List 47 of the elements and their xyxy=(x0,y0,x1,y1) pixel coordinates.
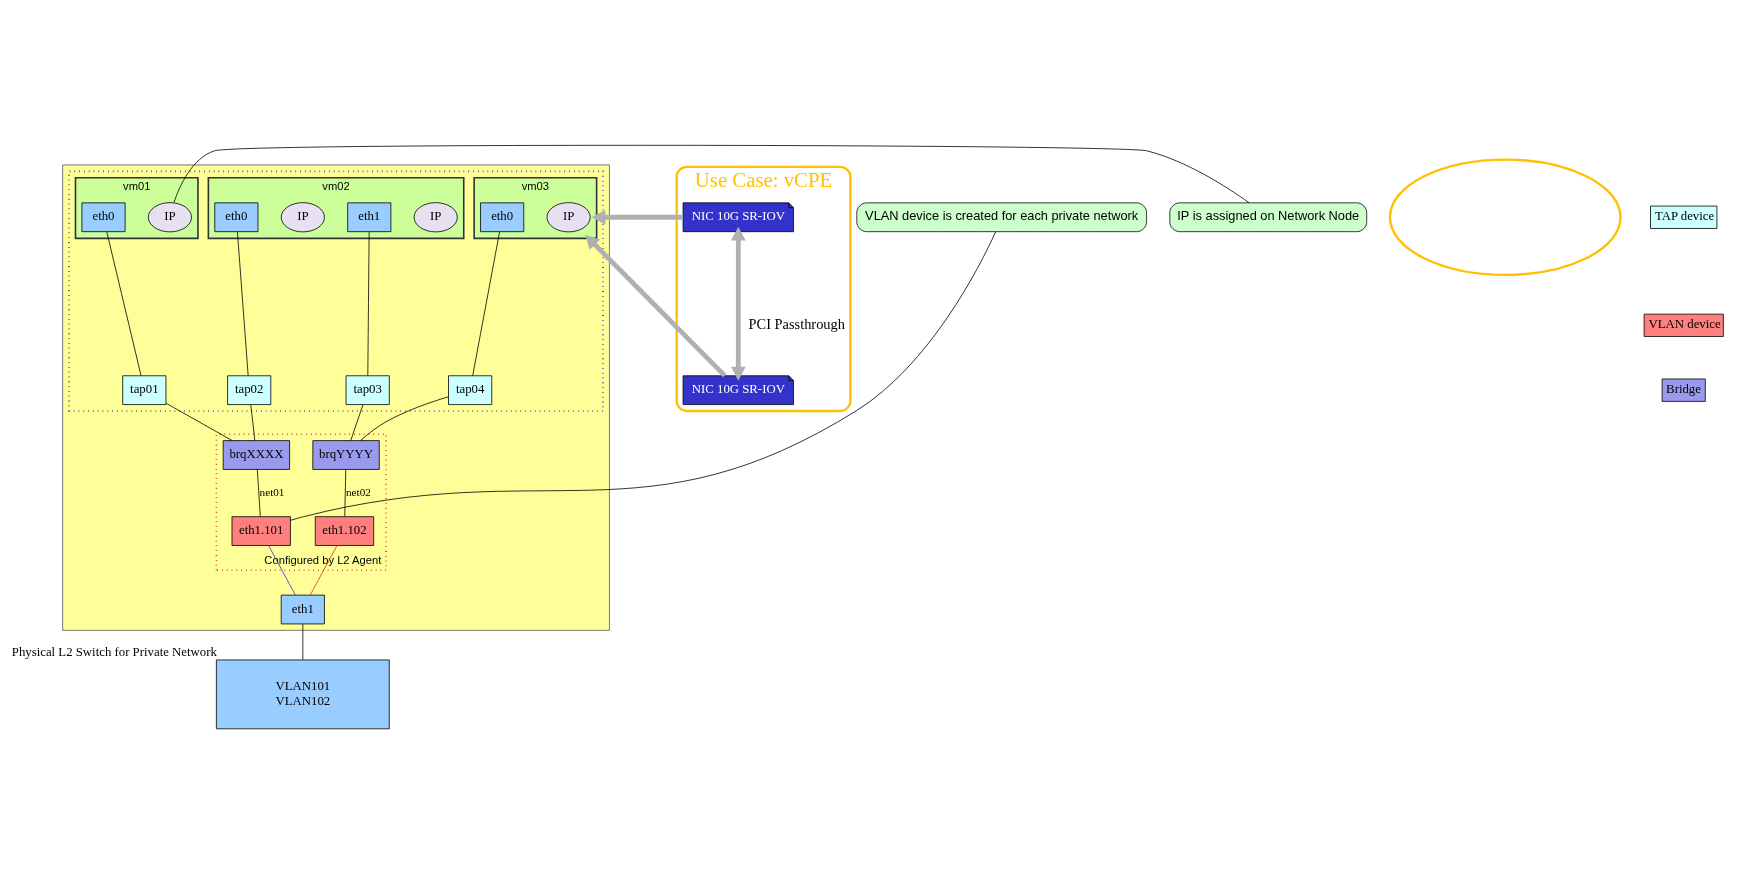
legend-label: TAP device xyxy=(1654,209,1715,224)
node-ellipse: IP xyxy=(413,202,458,233)
arrow xyxy=(730,226,746,381)
node-box: tap01 xyxy=(122,375,167,405)
node-label: Physical L2 Switch for Private Network xyxy=(11,644,217,659)
node-box: brqYYYY xyxy=(312,440,380,470)
connector xyxy=(302,623,304,661)
connector xyxy=(250,404,256,441)
connector xyxy=(309,545,338,596)
connector xyxy=(106,231,142,376)
connector xyxy=(472,231,500,376)
node-box: eth0 xyxy=(480,202,525,233)
node-box: VLAN101 VLAN102 xyxy=(215,659,390,730)
node-box: IP is assigned on Network Node xyxy=(1169,202,1368,233)
edge-label: PCI Passthrough xyxy=(748,315,845,332)
node-box: VLAN device is created for each private network xyxy=(856,202,1147,233)
cluster xyxy=(62,164,610,631)
node-ellipse: IP xyxy=(280,202,325,233)
node-box: tap04 xyxy=(448,375,493,405)
legend-label: Bridge xyxy=(1666,382,1701,397)
connector xyxy=(290,231,997,521)
connector xyxy=(350,404,364,441)
connector xyxy=(268,545,296,596)
node-box: eth1 xyxy=(280,594,325,625)
connector xyxy=(237,231,249,376)
connector xyxy=(256,469,261,517)
connector xyxy=(173,144,1250,204)
connector xyxy=(360,396,449,441)
connector xyxy=(165,402,233,441)
node-box: eth0 xyxy=(81,202,126,233)
arrow xyxy=(591,209,683,225)
node-box: eth0 xyxy=(214,202,259,233)
node-ellipse: IP xyxy=(147,202,192,233)
node-box: eth1 xyxy=(347,202,392,233)
node-box: eth1.102 xyxy=(314,516,375,546)
edge-label: net01 xyxy=(259,486,285,499)
node-box: eth1.101 xyxy=(231,516,291,546)
connector xyxy=(367,231,370,376)
connector xyxy=(344,469,347,517)
node-ellipse: IP xyxy=(546,202,591,233)
node-ellipse xyxy=(1388,158,1622,277)
legend-label: VLAN device xyxy=(1648,317,1721,332)
node-box: tap02 xyxy=(227,375,272,405)
arrow xyxy=(585,234,727,378)
node-box: tap03 xyxy=(345,375,390,405)
node-box: brqXXXX xyxy=(222,440,290,470)
edge-label: net02 xyxy=(346,486,371,499)
